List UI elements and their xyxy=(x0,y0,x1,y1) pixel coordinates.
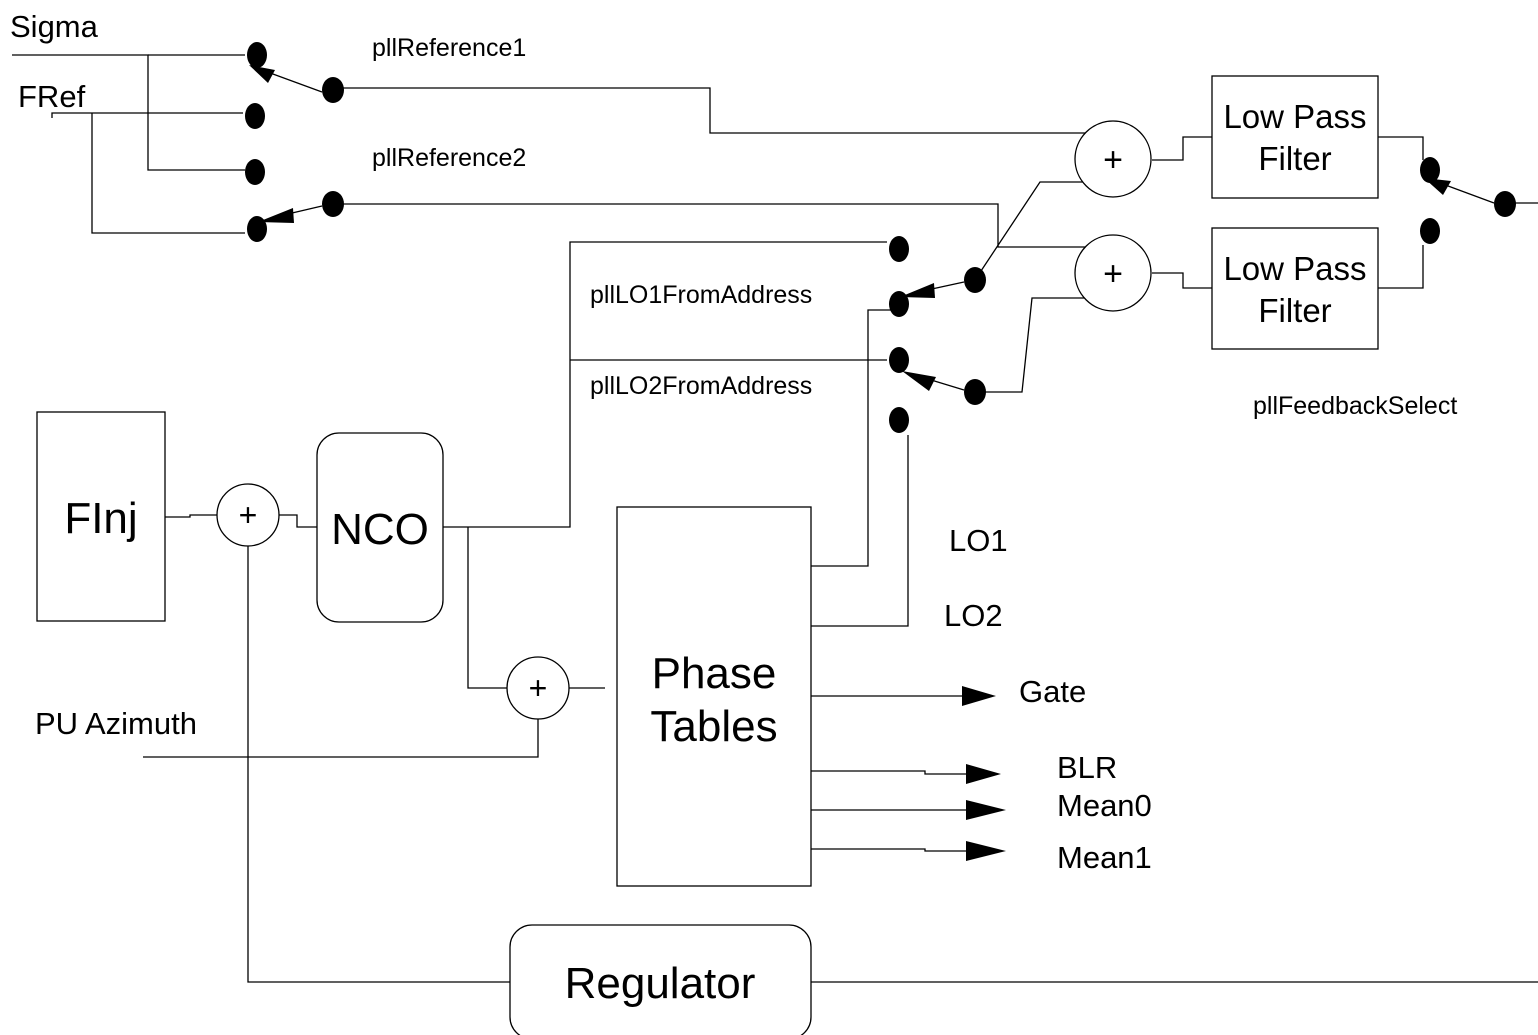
wire-lo2 xyxy=(811,435,909,627)
switch-label-pll-lo1-from-address: pllLO1FromAddress xyxy=(590,281,812,309)
switch-pll-feedback-select xyxy=(1420,157,1516,244)
phase-tables-label-line2: Tables xyxy=(650,702,777,751)
switch-pll-reference xyxy=(245,42,344,242)
switch-arm-lo1-arrow xyxy=(900,283,935,298)
blr-arrow xyxy=(966,764,1001,784)
low-pass-filter-bottom: Low Pass Filter xyxy=(1211,227,1379,350)
wire-lpf1-sel xyxy=(1378,136,1424,160)
summing-junctions: + + + + xyxy=(216,120,1152,720)
switch-lo-from-address xyxy=(889,236,986,433)
switch-arm-ref2-arrow xyxy=(258,208,294,223)
wire-lo1sw-out xyxy=(974,181,1085,281)
output-label-lo1: LO1 xyxy=(949,523,1008,558)
switch-contact xyxy=(1420,218,1440,244)
low-pass-filter-label-line2: Filter xyxy=(1258,140,1331,177)
low-pass-filter-label-line1: Low Pass xyxy=(1223,250,1366,287)
switch-pivot xyxy=(1494,191,1516,217)
nco-block: NCO xyxy=(316,432,444,623)
wire-nco-to-sum xyxy=(467,527,508,689)
output-arrows xyxy=(962,686,1006,861)
output-label-gate: Gate xyxy=(1019,674,1086,709)
wire-pu-azimuth xyxy=(143,718,539,758)
phase-tables-box xyxy=(616,506,812,887)
switch-pivot xyxy=(964,379,986,405)
summing-junction-top xyxy=(1074,120,1152,198)
switch-contact xyxy=(1420,157,1440,183)
switch-pivot xyxy=(322,77,344,103)
wire-blr xyxy=(811,770,968,775)
phase-tables-block: Phase Tables xyxy=(616,506,812,887)
wire-regulator-in xyxy=(247,545,510,983)
wire-sum-nco xyxy=(278,514,317,528)
low-pass-filter-box xyxy=(1211,75,1379,199)
labels: Sigma FRef PU Azimuth pllReference1 pllR… xyxy=(10,9,1457,875)
summing-symbol: + xyxy=(529,670,548,706)
output-label-mean0: Mean0 xyxy=(1057,788,1152,823)
switch-contact xyxy=(889,347,909,373)
output-label-mean1: Mean1 xyxy=(1057,840,1152,875)
switch-arm-lo2-arrow xyxy=(902,371,936,391)
wire-lo2sw-out xyxy=(975,297,1085,393)
switch-label-pll-lo2-from-address: pllLO2FromAddress xyxy=(590,372,812,400)
switch-label-pll-reference1: pllReference1 xyxy=(372,34,526,62)
output-label-blr: BLR xyxy=(1057,750,1117,785)
wire-lo1 xyxy=(811,309,898,567)
low-pass-filter-label-line2: Filter xyxy=(1258,292,1331,329)
low-pass-filter-top: Low Pass Filter xyxy=(1211,75,1379,199)
output-label-lo2: LO2 xyxy=(944,598,1003,633)
switch-label-pll-feedback-select: pllFeedbackSelect xyxy=(1253,392,1457,420)
mean0-arrow xyxy=(966,800,1006,820)
wire-ref1-out xyxy=(333,87,1092,134)
nco-box xyxy=(316,432,444,623)
summing-symbol: + xyxy=(239,497,258,533)
summing-symbol: + xyxy=(1103,141,1123,179)
finj-block: FInj xyxy=(36,411,166,622)
regulator-box xyxy=(509,924,812,1035)
switch-label-pll-reference2: pllReference2 xyxy=(372,144,526,172)
switch-arm-feedback xyxy=(1439,182,1495,204)
phase-tables-label-line1: Phase xyxy=(652,649,777,698)
gate-arrow xyxy=(962,686,996,706)
wire-mean1 xyxy=(811,848,968,852)
input-label-pu-azimuth: PU Azimuth xyxy=(35,706,197,741)
switch-pivot xyxy=(964,267,986,293)
summing-symbol: + xyxy=(1103,255,1123,293)
low-pass-filter-box xyxy=(1211,227,1379,350)
switch-pivot xyxy=(322,191,344,217)
switch-contact xyxy=(889,236,909,262)
wire-nco-out xyxy=(443,241,887,528)
input-label-sigma: Sigma xyxy=(10,9,99,44)
switch-contact xyxy=(245,103,265,129)
wire-fref xyxy=(51,112,243,118)
wire-sum1-lpf1 xyxy=(1152,136,1212,161)
switch-contact xyxy=(889,407,909,433)
low-pass-filter-label-line1: Low Pass xyxy=(1223,98,1366,135)
summing-junction-phase xyxy=(506,656,570,720)
nco-label: NCO xyxy=(331,505,429,554)
wire-ref2-out xyxy=(333,203,1092,248)
wire-finj-sum xyxy=(165,514,218,518)
switch-contact xyxy=(245,159,265,185)
wire-fref-down xyxy=(91,113,245,234)
switch-contact xyxy=(247,42,267,68)
finj-label: FInj xyxy=(64,494,137,543)
switch-contact xyxy=(889,291,909,317)
summing-junction-bottom xyxy=(1074,234,1152,312)
regulator-block: Regulator xyxy=(509,924,812,1035)
wiring xyxy=(12,54,1538,983)
wire-lpf2-sel xyxy=(1378,245,1424,289)
switch-contact xyxy=(247,216,267,242)
finj-box xyxy=(36,411,166,622)
mean1-arrow xyxy=(966,841,1006,861)
regulator-label: Regulator xyxy=(565,959,756,1008)
switch-arm-feedback-arrow xyxy=(1424,178,1451,195)
input-label-fref: FRef xyxy=(18,79,86,114)
wire-sum2-lpf2 xyxy=(1152,272,1212,289)
summing-junction-nco-input xyxy=(216,483,280,547)
switch-arm-ref1-arrow xyxy=(249,65,275,83)
